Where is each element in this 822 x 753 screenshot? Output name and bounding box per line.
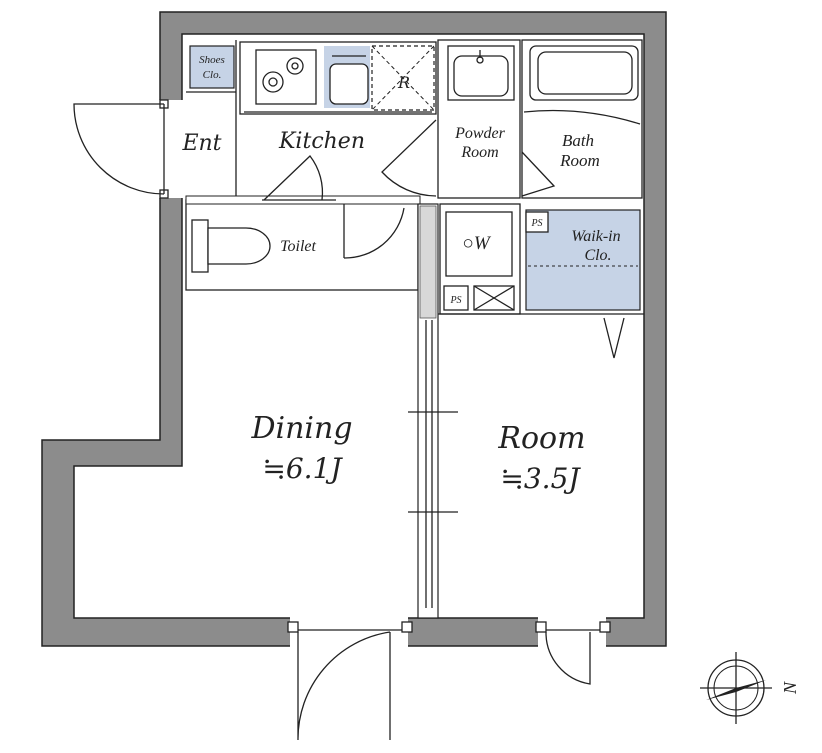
interior-walls	[185, 39, 644, 619]
bath-door[interactable]	[521, 151, 556, 197]
exterior-wall	[41, 11, 667, 647]
entrance-label: Ent	[181, 131, 221, 156]
bathtub	[523, 45, 641, 125]
balcony-door-room[interactable]	[535, 621, 611, 685]
kitchen-sink	[324, 46, 370, 108]
washer-label: ○W	[462, 233, 491, 254]
compass-icon: N	[700, 652, 800, 724]
ventilation-box	[473, 285, 515, 311]
compass-north-label: N	[780, 681, 800, 695]
vanity-sink	[447, 45, 515, 101]
balcony-door-dining[interactable]	[287, 621, 413, 741]
toilet-label: Toilet	[280, 238, 316, 255]
toilet-door[interactable]	[262, 155, 336, 201]
room-door[interactable]	[603, 317, 625, 359]
pipe-space-2-box	[443, 285, 469, 311]
shoes-closet-label-2: Clo.	[203, 69, 222, 81]
powder-room-door[interactable]	[381, 119, 437, 197]
entrance-door[interactable]	[73, 99, 169, 199]
bath-label-1: Bath	[562, 131, 594, 150]
bath-label-2: Room	[559, 151, 600, 170]
kitchen-label: Kitchen	[278, 129, 365, 154]
dining-name: Dining	[250, 411, 352, 446]
powder-room-label-1: Powder	[454, 125, 506, 142]
powder-room-label-2: Room	[460, 144, 498, 161]
washer-space	[445, 211, 513, 277]
walkin-closet-label-1: Waik-in	[571, 228, 620, 245]
walkin-closet-label-2: Clo.	[584, 247, 611, 264]
shoes-closet-label-1: Shoes	[199, 54, 225, 66]
room-name: Room	[497, 421, 585, 456]
pipe-space-1-label: PS	[530, 218, 542, 229]
toilet-fixture	[191, 219, 271, 273]
pipe-space-2-label: PS	[449, 295, 461, 306]
refrigerator-label: R	[397, 73, 410, 92]
dining-door[interactable]	[343, 204, 405, 259]
dining-size: ≒6.1J	[262, 452, 343, 485]
room-size: ≒3.5J	[500, 462, 581, 495]
stove	[255, 49, 317, 105]
shoes-closet	[189, 45, 235, 89]
refrigerator-space	[371, 45, 435, 111]
pipe-space-1-box	[525, 211, 549, 233]
